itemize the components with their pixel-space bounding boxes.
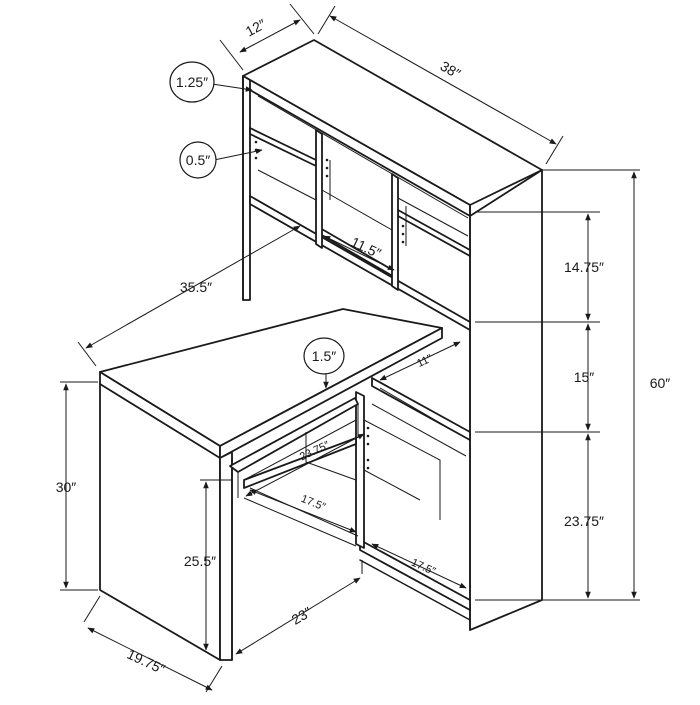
desk-inner-leg <box>219 451 233 661</box>
callout-desktop-thickness: 1.5″ <box>303 337 345 375</box>
label-panel-thickness: 1.25″ <box>176 74 208 90</box>
desk <box>99 308 443 661</box>
label-upper-gap: 14.75″ <box>564 259 604 275</box>
label-kneespace-height: 25.5″ <box>184 553 216 569</box>
label-desktop-thickness: 1.5″ <box>312 348 336 364</box>
label-shelf-thickness: 0.5″ <box>186 152 210 168</box>
label-overall-height: 60″ <box>650 375 671 391</box>
label-desk-width-base: 23″ <box>289 604 315 628</box>
label-desk-depth: 19.75″ <box>125 646 168 677</box>
label-shelf-depth-mid: 11″ <box>415 353 434 370</box>
hutch-right-panel <box>469 169 543 631</box>
label-middle-gap: 15″ <box>574 369 595 385</box>
hutch-left-panel <box>242 75 251 301</box>
label-tray-depth: 17.5″ <box>299 493 327 514</box>
label-desk-length: 35.5″ <box>180 279 212 295</box>
label-depth-top: 12″ <box>243 16 269 40</box>
label-width-top: 38″ <box>438 58 464 82</box>
callout-panel-thickness: 1.25″ <box>169 61 215 103</box>
hutch-shelf-1 <box>249 127 317 167</box>
callout-shelf-thickness: 0.5″ <box>179 141 217 179</box>
dimension-lines <box>60 3 640 693</box>
label-desk-height: 30″ <box>56 479 77 495</box>
hutch-shelf-4 <box>359 539 471 611</box>
keyboard-tray-back <box>243 437 357 489</box>
hutch-divider-2 <box>391 173 399 291</box>
hutch-divider-1 <box>315 129 323 249</box>
hutch-shelf-2 <box>249 195 471 331</box>
label-lower-gap: 23.75″ <box>564 513 604 529</box>
hutch-shelf-right <box>397 209 471 257</box>
hutch-lower-divider <box>355 391 365 549</box>
